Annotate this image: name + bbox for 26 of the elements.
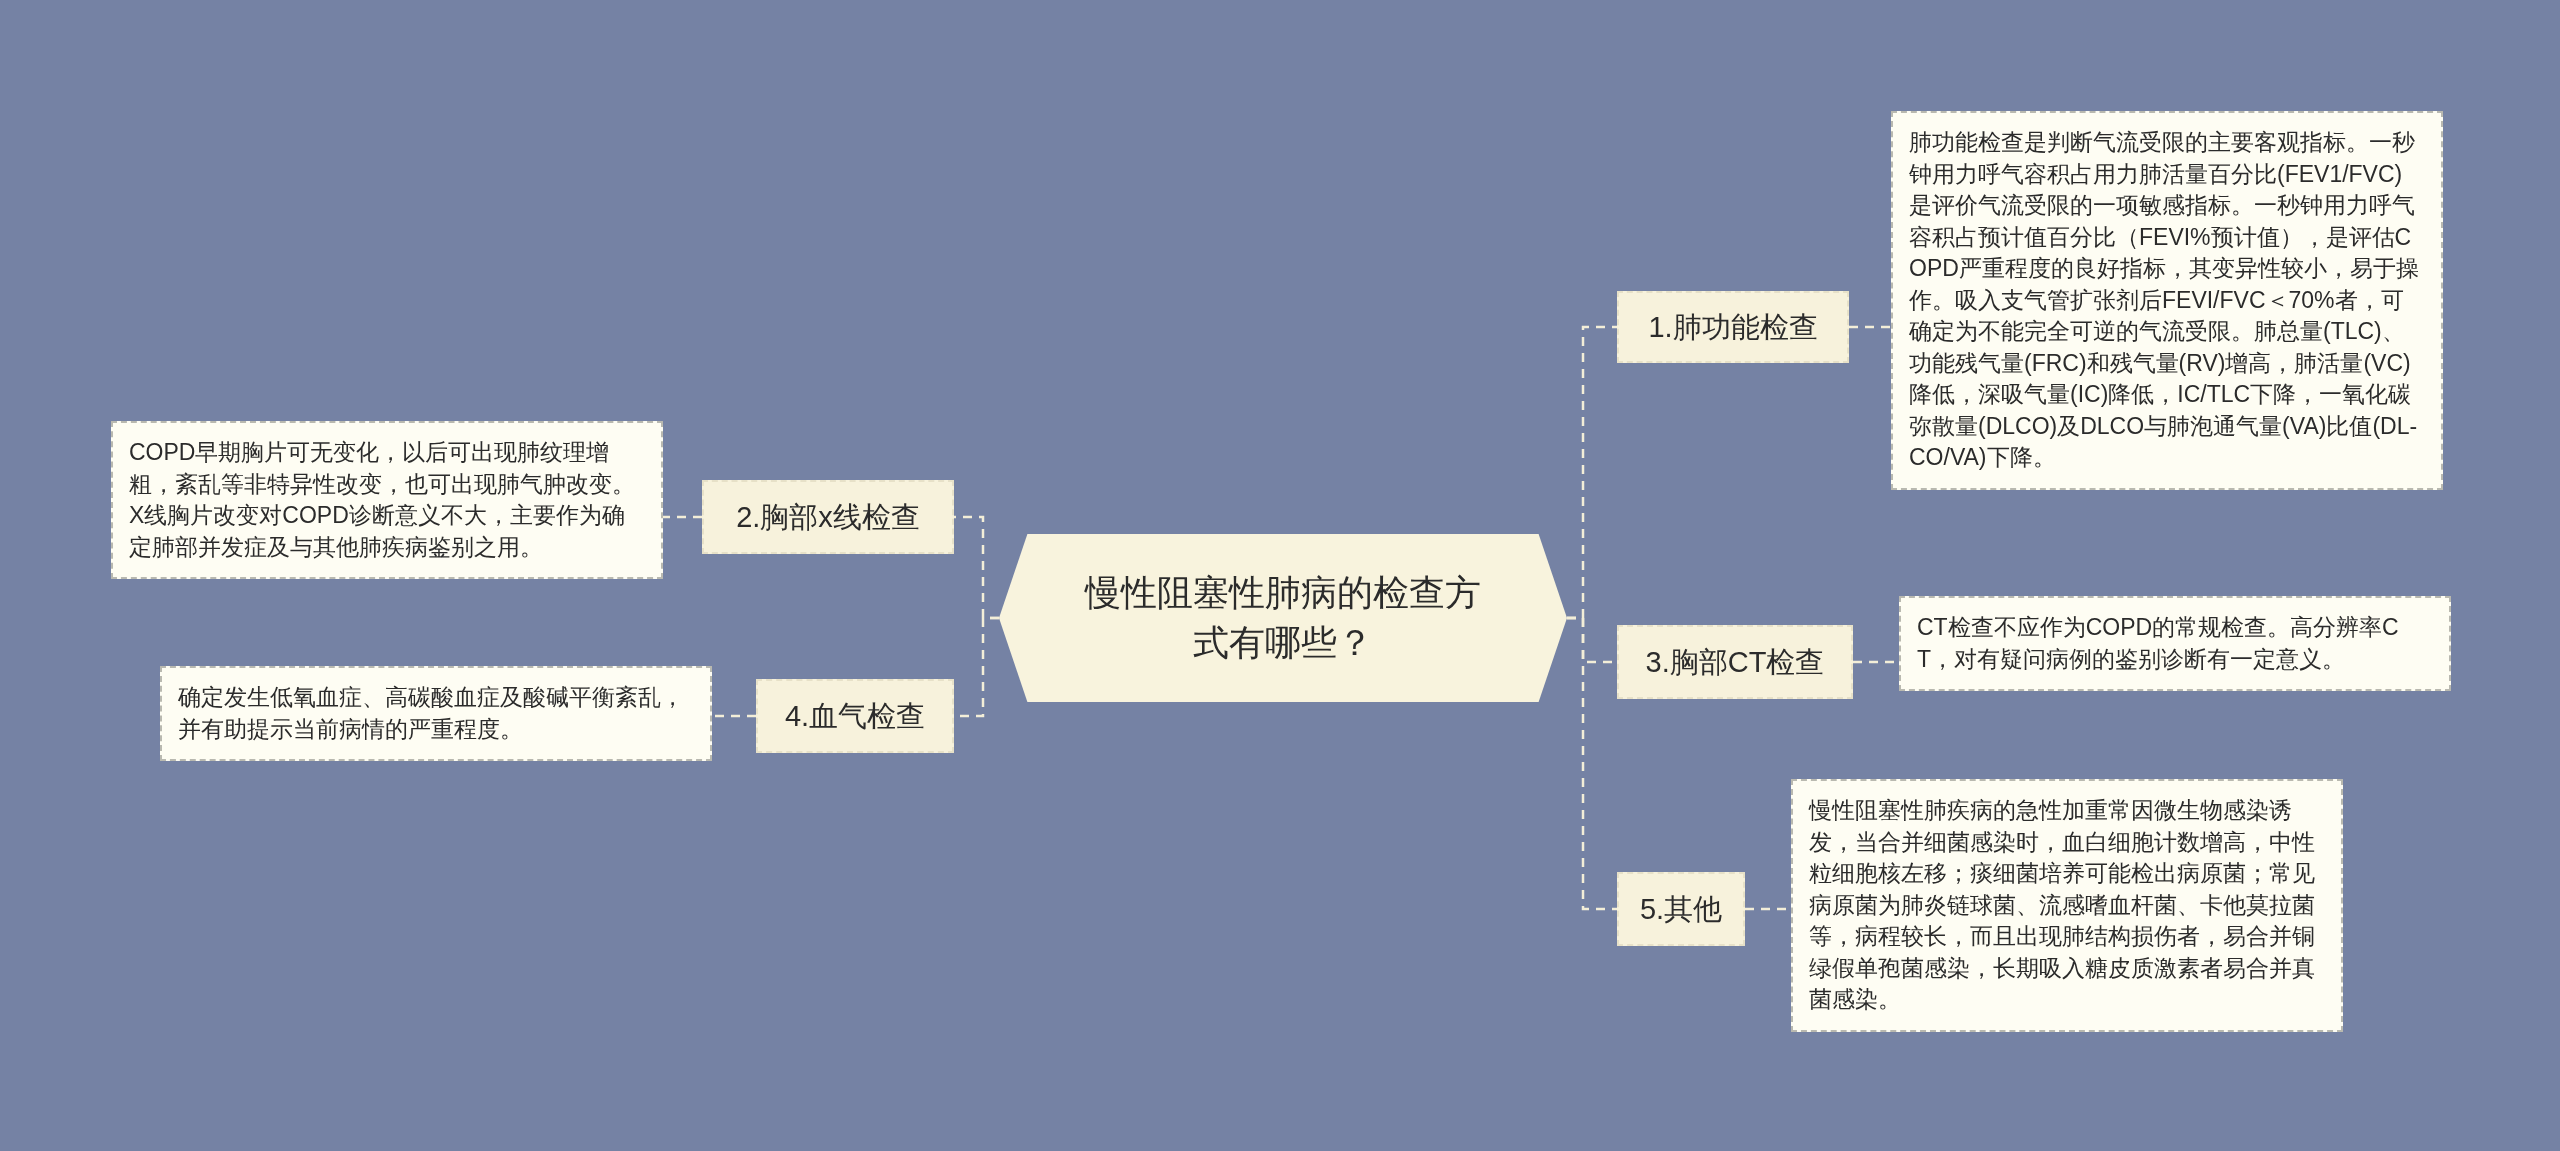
branch-topic xyxy=(1617,291,1849,363)
note-card xyxy=(1791,779,2343,1032)
branch-topic xyxy=(1617,872,1745,946)
note-card xyxy=(111,421,663,579)
note-text: 慢性阻塞性肺疾病的急性加重常因微生物感染诱发，当合并细菌感染时，血白细胞计数增高，中性粒细胞核左移；痰细菌培养可能检出病原菌；常见病原菌为肺炎链球菌、流感嗜血杆菌、卡他莫拉菌等，病程较长，而且出现肺结构损伤者，易合并铜绿假单孢菌感染，长期吸入糖皮质激素者易合并真菌感染。 xyxy=(1809,796,2316,1014)
note-card xyxy=(1891,111,2443,490)
connector-line xyxy=(663,515,702,519)
note-card xyxy=(1899,596,2451,691)
branch-label: 2.胸部x线检查 xyxy=(736,500,920,535)
branch-label: 3.胸部CT检查 xyxy=(1645,645,1825,680)
central-topic-hexagon xyxy=(999,534,1567,702)
connector-line xyxy=(1567,616,1617,911)
branch-label: 1.肺功能检查 xyxy=(1648,310,1818,345)
note-text: 肺功能检查是判断气流受限的主要客观指标。一秒钟用力呼气容积占用力肺活量百分比(FEV1/FVC)是评价气流受限的一项敏感指标。一秒钟用力呼气容积占预计值百分比（FEVI%预计值），是评估COPD严重程度的良好指标，其变异性较小，易于操作。吸入支气管扩张剂后FEVI/FVC＜70%者，可确定为不能完全可逆的气流受限。肺总量(TLC)、功能残气量(FRC)和残气量(RV)增高，肺活量(VC)降低，深吸气量(IC)降低，IC/TLC下降，一氧化碳弥散量(DLCO)及DLCO与肺泡通气量(VA)比值(DL-CO/VA)下降。 xyxy=(1909,128,2420,472)
branch-topic xyxy=(702,480,954,554)
note-card xyxy=(160,666,712,761)
note-text: COPD早期胸片可无变化，以后可出现肺纹理增粗，紊乱等非特异性改变，也可出现肺气肿改变。X线胸片改变对COPD诊断意义不大，主要作为确定肺部并发症及与其他肺疾病鉴别之用。 xyxy=(129,438,636,562)
note-text: 确定发生低氧血症、高碳酸血症及酸碱平衡紊乱，并有助提示当前病情的严重程度。 xyxy=(178,683,685,744)
topic-title: 慢性阻塞性肺病的检查方式有哪些？ xyxy=(1083,571,1482,665)
branch-topic xyxy=(1617,625,1853,699)
branch-label: 4.血气检查 xyxy=(784,699,926,734)
branch-topic xyxy=(756,679,954,753)
branch-label: 5.其他 xyxy=(1639,892,1723,927)
connector-line xyxy=(712,714,756,718)
connector-line xyxy=(1849,325,1891,329)
note-text: CT检查不应作为COPD的常规检查。高分辨率CT，对有疑问病例的鉴别诊断有一定意义。 xyxy=(1917,613,2400,674)
